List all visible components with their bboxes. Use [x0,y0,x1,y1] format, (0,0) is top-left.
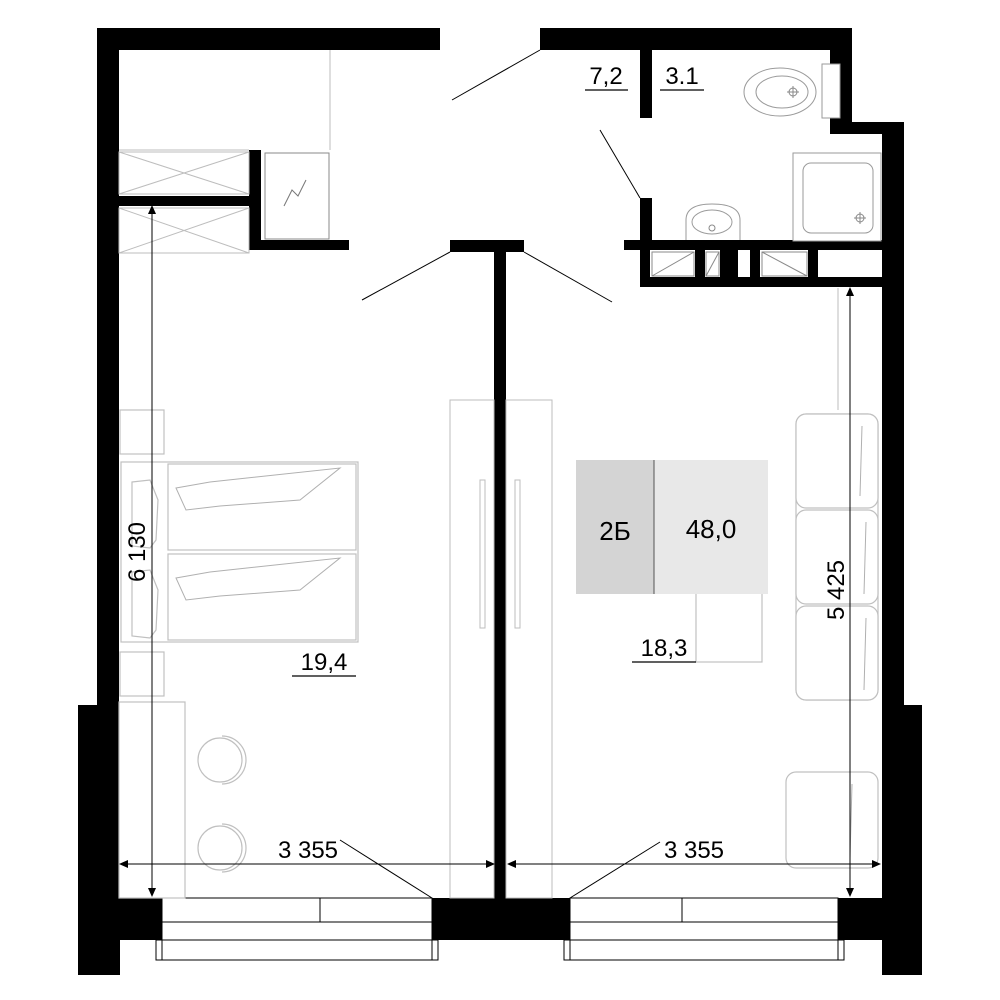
electric-panel [264,152,330,240]
armchair [785,771,879,869]
unit-type-box [576,460,654,594]
bathroom-ducts [651,251,808,277]
bedroom-depth-label: 6 130 [124,522,151,582]
table [695,591,763,663]
doors [339,49,661,899]
unit-area-box [654,460,768,594]
dimension-labels: 3 355 3 355 6 130 5 425 [124,522,850,864]
bedside-tables [119,409,165,697]
toilet [743,63,841,119]
bedroom-area-label: 19,4 [301,649,348,676]
walls [78,28,922,975]
sink [685,203,741,240]
unit-total-area-label: 48,0 [686,514,737,544]
room-labels: 7,2 3.1 19,4 18,3 [292,63,704,677]
sofa [795,413,879,701]
window-left [155,897,439,961]
living-area-label: 18,3 [641,635,688,662]
wardrobe-bedroom [449,399,495,899]
unit-type-label: 2Б [599,516,631,546]
shower [792,152,882,242]
hall-area-label: 7,2 [589,63,622,90]
wardrobe-hall [118,50,331,254]
window-right [563,897,845,961]
living-depth-label: 5 425 [823,560,850,620]
wardrobe-living [479,288,839,899]
unit-badge: 2Б 48,0 [576,460,768,594]
dimension-lines [119,205,881,897]
desk [118,701,247,899]
bedroom-width-label: 3 355 [278,837,338,864]
living-width-label: 3 355 [664,837,724,864]
double-bed [120,461,359,643]
bathroom-area-label: 3.1 [665,63,698,90]
